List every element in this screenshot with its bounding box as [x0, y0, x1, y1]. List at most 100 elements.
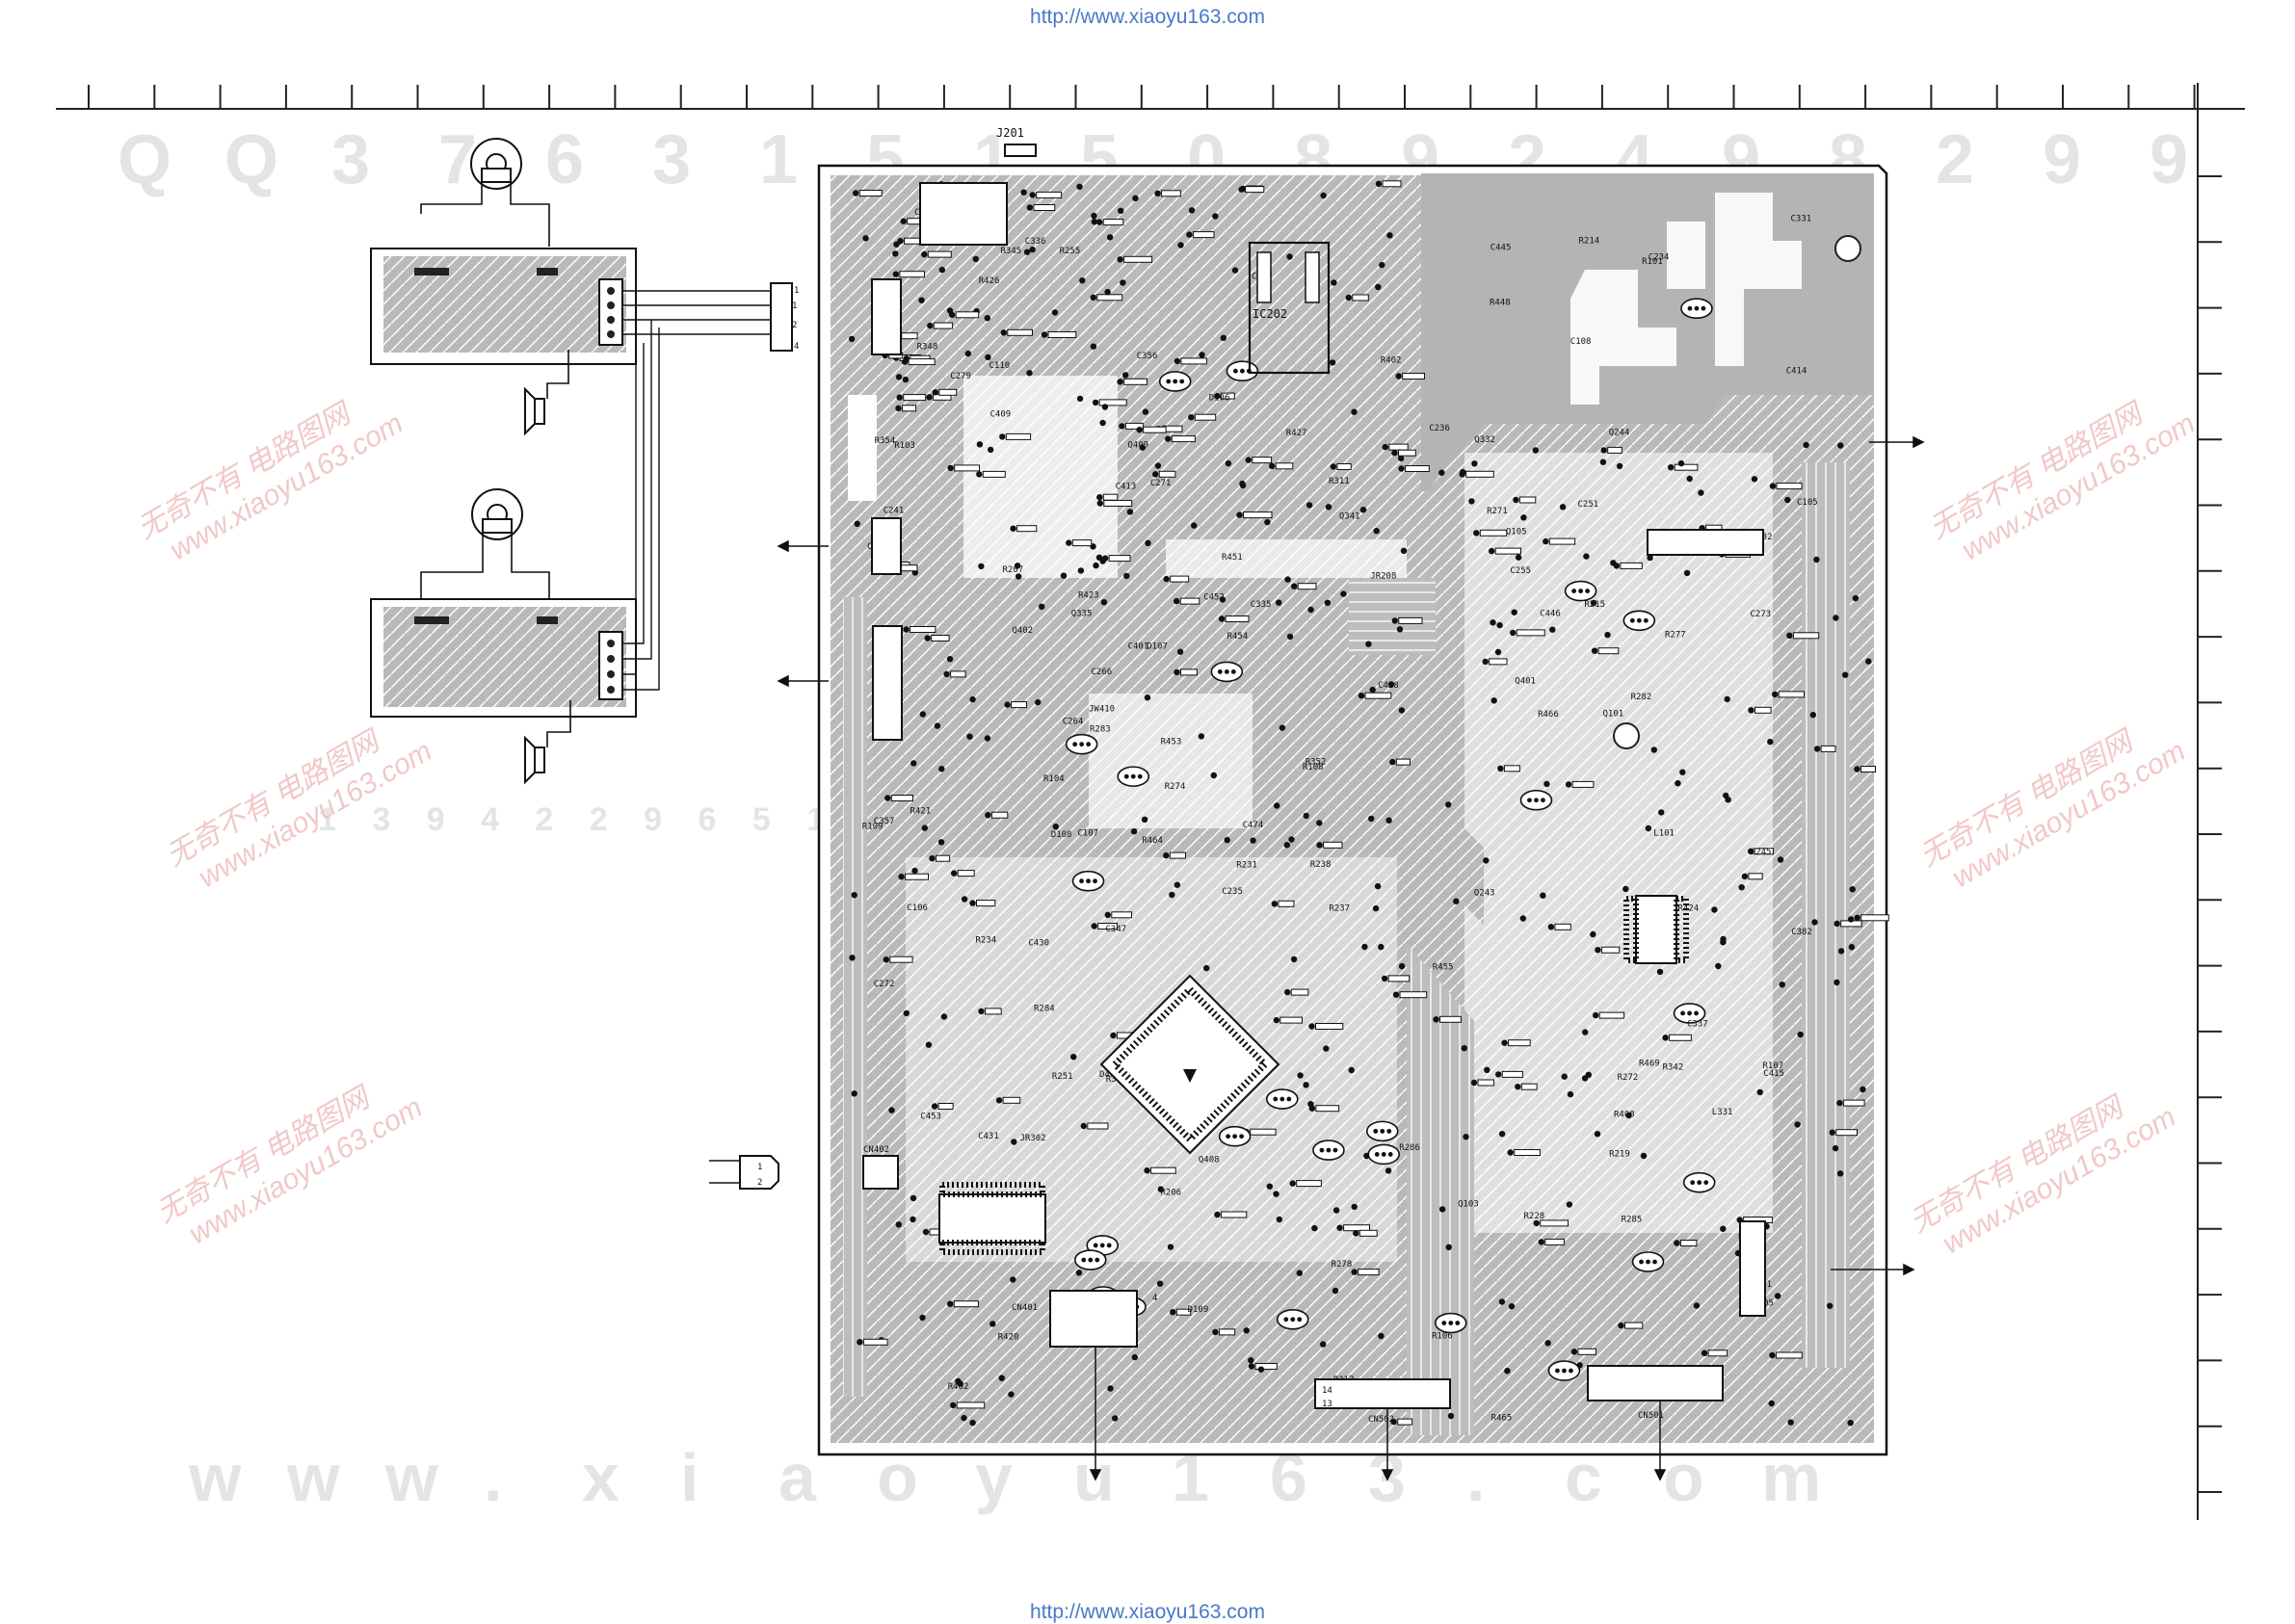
designator-c264: C264 [1063, 718, 1084, 727]
designator-r455: R455 [1433, 962, 1454, 972]
designator-r426: R426 [979, 276, 1000, 286]
designator-r285: R285 [1622, 1216, 1643, 1225]
board-pin-1: 1 [792, 301, 797, 311]
designator-r464: R464 [1142, 836, 1163, 846]
designator-r255: R255 [1060, 247, 1081, 256]
watermark-letter: w [384, 1440, 438, 1515]
watermark-letter: x [582, 1440, 620, 1515]
designator-c279: C279 [950, 372, 971, 381]
designator-r234: R234 [976, 935, 997, 945]
designator-ic202: IC202 [1253, 307, 1287, 321]
designator-r106: R106 [1432, 1332, 1453, 1342]
designator-r271: R271 [1487, 507, 1508, 516]
designator-c241: C241 [884, 507, 905, 516]
designator-r231: R231 [1236, 861, 1257, 871]
designator-r215: R215 [1584, 600, 1605, 610]
watermark-digit: 3 [652, 121, 691, 198]
designator-c331: C331 [1791, 215, 1812, 224]
designator-c453: C453 [920, 1113, 941, 1122]
designator-c110: C110 [989, 361, 1011, 371]
source-url-bottom: http://www.xiaoyu163.com [1030, 1601, 1265, 1623]
designator-r274: R274 [1165, 782, 1186, 792]
designator-r282: R282 [1631, 693, 1652, 702]
wire-pin-4: 4 [794, 342, 799, 352]
designator-d107: D107 [1147, 642, 1168, 652]
designator-j201: J201 [996, 126, 1024, 140]
designator-c107: C107 [1077, 829, 1098, 839]
designator-c446: C446 [1540, 609, 1561, 618]
designator-r423: R423 [1078, 591, 1099, 601]
watermark-letter: . [484, 1440, 502, 1515]
ic401-package [1099, 974, 1280, 1155]
designator-r354: R354 [875, 436, 896, 446]
designator-q105: Q105 [1506, 527, 1527, 537]
designator-c108: C108 [1570, 337, 1592, 347]
cn402-plug: 1 2 [709, 1155, 779, 1190]
designator-cn402: CN402 [863, 1145, 889, 1155]
designator-r311: R311 [1329, 477, 1350, 486]
designator-c272: C272 [874, 980, 895, 989]
designator-r286: R286 [1399, 1143, 1420, 1153]
speaker-board-upper: 1 4 [370, 138, 799, 436]
designator-r251: R251 [1052, 1072, 1073, 1082]
watermark-digit: 1 [759, 121, 798, 198]
designator-c431: C431 [978, 1132, 999, 1141]
designator-r451: R451 [1222, 553, 1243, 563]
main-pcb [817, 164, 1888, 1456]
watermark-digit-row-text: 1 3 9 4 2 2 9 6 5 1 [318, 801, 838, 838]
ic402-package [938, 1182, 1046, 1255]
designator-jr302: JR302 [1020, 1134, 1046, 1143]
designator-r402: R402 [1381, 356, 1402, 366]
designator-jr208: JR208 [1370, 572, 1396, 582]
designator-c445: C445 [1490, 244, 1512, 253]
designator-c401: C401 [1128, 642, 1149, 652]
designator-q244: Q244 [1609, 428, 1630, 437]
designator-c255: C255 [1510, 566, 1531, 576]
ic202-package [1248, 241, 1331, 375]
watermark-digit: Q [118, 121, 171, 198]
designator-r278: R278 [1332, 1260, 1353, 1270]
designator-r206: R206 [1160, 1189, 1181, 1198]
designator-c428: C428 [1378, 681, 1399, 691]
designator-q103: Q103 [1458, 1200, 1479, 1210]
designator-d109: D109 [1188, 1305, 1209, 1315]
plug-pin-1: 1 [757, 1163, 762, 1172]
designator-r448: R448 [1490, 299, 1511, 308]
watermark-letter: i [680, 1440, 699, 1515]
designator-q332: Q332 [1474, 435, 1495, 445]
designator-r108: R108 [1303, 763, 1324, 773]
designator-q409: Q409 [1127, 440, 1148, 450]
designator-r420: R420 [998, 1333, 1019, 1343]
watermark-digit: 3 [331, 121, 370, 198]
designator-r237: R237 [1329, 904, 1350, 914]
designator-c266: C266 [1092, 668, 1113, 677]
designator-d106: D106 [1209, 394, 1230, 404]
designator-q335: Q335 [1071, 609, 1093, 618]
designator-c474: C474 [1243, 821, 1264, 830]
designator-c347: C347 [1106, 925, 1127, 934]
designator-r277: R277 [1665, 631, 1686, 641]
wire-pin-1: 1 [794, 286, 799, 296]
watermark-letter: . [1466, 1440, 1485, 1515]
designator-r109: R109 [862, 822, 884, 831]
plug-pin-2: 2 [757, 1178, 762, 1188]
ic203-package [1623, 895, 1689, 964]
designator-r238: R238 [1310, 860, 1332, 870]
designator-r283: R283 [1090, 725, 1111, 735]
watermark-letter: w [188, 1440, 242, 1515]
connector-blocks [862, 144, 1766, 1409]
board-pin-2: 2 [792, 321, 797, 330]
svg-text:14: 14 [1322, 1386, 1332, 1396]
watermark-digit: 9 [2043, 121, 2081, 198]
designator-r454: R454 [1227, 632, 1249, 642]
watermark-letter: w [286, 1440, 340, 1515]
watermark-digit: Q [224, 121, 278, 198]
designator-r219: R219 [1609, 1150, 1630, 1160]
designator-c414: C414 [1786, 367, 1807, 377]
designator-r284: R284 [1034, 1005, 1055, 1014]
